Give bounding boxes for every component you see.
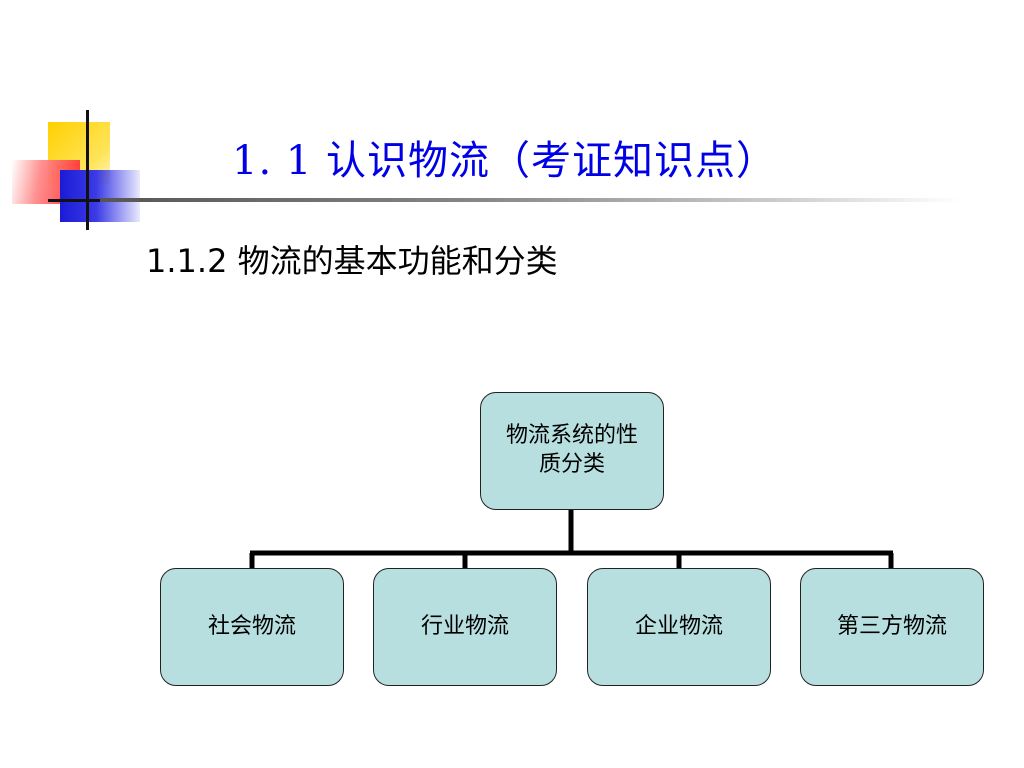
child-node-label: 第三方物流 — [836, 613, 947, 639]
title-divider — [100, 198, 960, 202]
slide-title: 1. 1 认识物流（考证知识点） — [232, 138, 778, 184]
child-node-label: 行业物流 — [420, 613, 509, 639]
diagram-child-node-enterprise-logistics: 企业物流 — [587, 568, 771, 686]
decorative-logo — [0, 0, 160, 240]
diagram-child-node-social-logistics: 社会物流 — [160, 568, 344, 686]
horizontal-line-decoration — [48, 199, 112, 202]
root-node-label: 物流系统的性质分类 — [505, 423, 638, 477]
diagram-child-node-third-party-logistics: 第三方物流 — [800, 568, 984, 686]
section-heading: 1.1.2 物流的基本功能和分类 — [146, 242, 558, 280]
blue-square-decoration — [60, 170, 140, 222]
child-node-label: 社会物流 — [207, 613, 296, 639]
diagram-child-node-industry-logistics: 行业物流 — [373, 568, 557, 686]
diagram-root-node: 物流系统的性质分类 — [480, 392, 664, 510]
child-node-label: 企业物流 — [634, 613, 723, 639]
vertical-line-decoration — [86, 110, 89, 230]
